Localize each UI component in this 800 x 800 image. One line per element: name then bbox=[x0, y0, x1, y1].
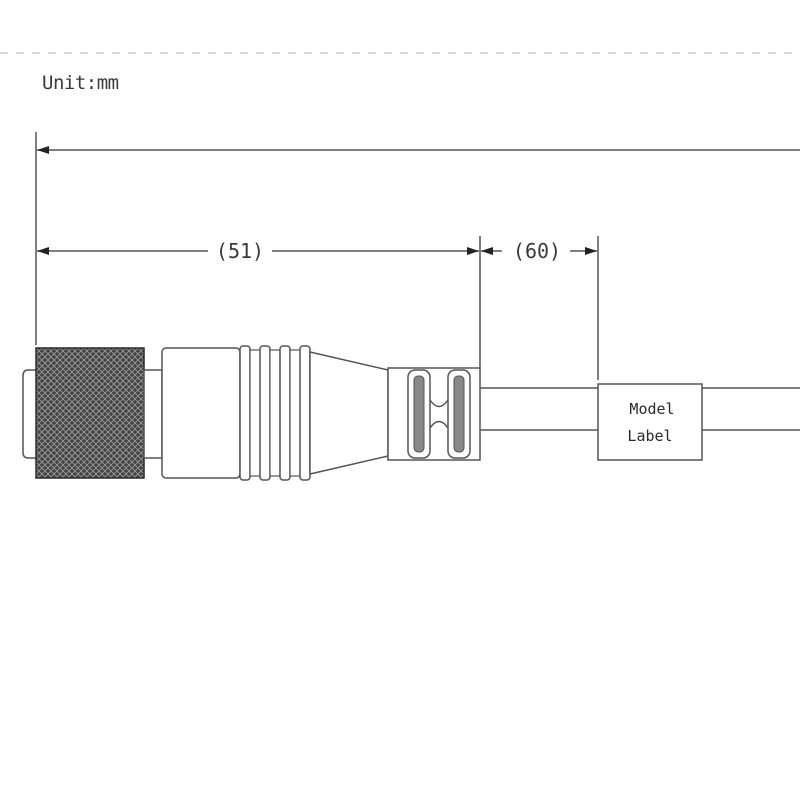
dimension-text-label-offset: (60) bbox=[513, 239, 561, 263]
model-label-box bbox=[597, 383, 703, 461]
model-label-text-line2: Label bbox=[627, 427, 672, 445]
connector-tip bbox=[22, 369, 36, 459]
strain-relief-taper bbox=[309, 351, 389, 475]
cable-clamp bbox=[387, 367, 481, 461]
connector-body bbox=[161, 347, 241, 479]
knurled-coupling-nut bbox=[35, 347, 145, 479]
nut-body-gap bbox=[143, 369, 163, 459]
unit-label: Unit:mm bbox=[42, 72, 119, 94]
model-label-text-line1: Model bbox=[629, 400, 674, 418]
dimension-text-connector: (51) bbox=[216, 239, 264, 263]
grip-ribs bbox=[239, 345, 311, 481]
